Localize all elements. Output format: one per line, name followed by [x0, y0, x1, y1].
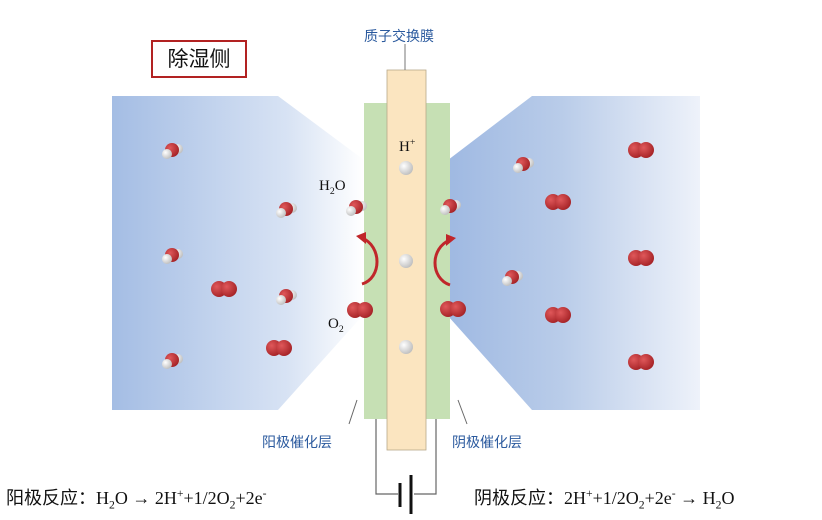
- proton-label: H+: [399, 137, 416, 155]
- anode-layer-pointer-line: [348, 399, 358, 425]
- oxygen-molecule-icon: [266, 340, 292, 356]
- water-label: H2O: [319, 178, 346, 197]
- cathode-reaction-equation: 阴极反应：2H++1/2O2+2e- → H2O: [474, 487, 735, 512]
- cathode-catalyst-label: 阴极催化层: [452, 435, 522, 451]
- oxygen-molecule-icon: [628, 250, 654, 266]
- anode-chamber: [112, 96, 364, 410]
- cathode-arrow-icon: [433, 238, 451, 287]
- cathode-arrowhead-icon: [446, 234, 456, 246]
- proton-icon: [399, 254, 413, 268]
- circuit-wire-right: [414, 419, 437, 495]
- cathode-catalyst-layer: [424, 103, 450, 419]
- anode-arrow-icon: [361, 236, 379, 286]
- oxygen-molecule-icon: [211, 281, 237, 297]
- anode-reaction-label: 阳极反应：: [6, 488, 96, 509]
- oxygen-molecule-icon: [545, 194, 571, 210]
- membrane-label: 质子交换膜: [364, 29, 434, 45]
- oxygen-molecule-icon: [628, 142, 654, 158]
- anode-reaction-equation: 阳极反应：H2O → 2H++1/2O2+2e-: [6, 487, 267, 512]
- cathode-layer-pointer-line: [457, 399, 468, 425]
- cathode-reaction-label: 阴极反应：: [474, 488, 564, 509]
- oxygen-molecule-icon: [440, 301, 466, 317]
- proton-icon: [399, 340, 413, 354]
- proton-icon: [399, 161, 413, 175]
- anode-catalyst-label: 阳极催化层: [262, 435, 332, 451]
- anode-arrowhead-icon: [356, 232, 366, 244]
- oxygen-molecule-icon: [347, 302, 373, 318]
- oxygen-molecule-icon: [545, 307, 571, 323]
- oxygen-molecule-icon: [628, 354, 654, 370]
- oxygen-label: O2: [328, 316, 344, 335]
- dehumidify-side-title: 除湿侧: [151, 40, 247, 78]
- circuit-wire: [375, 419, 398, 495]
- cathode-chamber: [448, 96, 700, 410]
